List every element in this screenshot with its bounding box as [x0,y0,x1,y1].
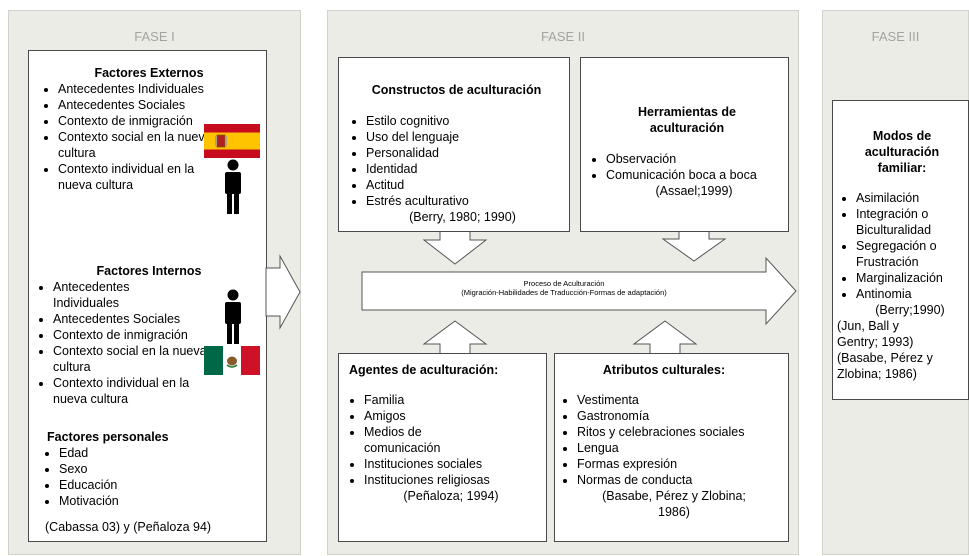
phase3-title: FASE III [871,29,920,44]
list-item: Integración o Biculturalidad [856,206,967,238]
personales-ref: (Cabassa 03) y (Peñaloza 94) [45,520,212,534]
herramientas-down-arrow [661,229,727,262]
agentes-ref: (Peñaloza; 1994) [403,489,499,503]
list-item: Antecedentes Sociales [53,311,233,327]
list-item: Motivación [59,493,258,509]
list-item: Gastronomía [577,408,769,424]
internos-list: Antecedentes Individuales Antecedentes S… [34,279,233,407]
list-item: Antinomia [856,286,967,302]
constructos-ref: (Berry, 1980; 1990) [409,210,516,224]
list-item: Educación [59,477,258,493]
list-item: Antecedentes Individuales [58,81,218,97]
atributos-list: Vestimenta Gastronomía Ritos y celebraci… [559,392,769,488]
constructos-box: Constructos de aculturación Estilo cogni… [338,57,570,232]
constructos-down-arrow [422,230,488,265]
mexico-flag-icon [204,346,260,375]
phase2-title: FASE II [540,29,586,44]
herramientas-title: Herramientas de aculturación [638,105,736,135]
list-item: Contexto individual en la nueva cultura [53,375,213,407]
list-item: Estilo cognitivo [366,113,564,129]
list-item: Marginalización [856,270,967,286]
list-item: Instituciones religiosas [364,472,545,488]
list-item: Instituciones sociales [364,456,545,472]
list-item: Personalidad [366,145,564,161]
constructos-list: Estilo cognitivo Uso del lenguaje Person… [349,113,564,209]
list-item: Identidad [366,161,564,177]
list-item: Segregación o Frustración [856,238,967,270]
modos-box: Modos de aculturación familiar: Asimilac… [832,100,969,400]
list-item: Antecedentes Individuales [53,279,148,311]
modos-ref3: (Basabe, Pérez y Zlobina; 1986) [837,351,933,381]
list-item: Medios de comunicación [364,424,464,456]
atributos-ref: (Basabe, Pérez y Zlobina; 1986) [602,489,746,519]
agentes-box: Agentes de aculturación: Familia Amigos … [338,353,547,542]
list-item: Comunicación boca a boca [606,167,787,183]
agentes-title: Agentes de aculturación: [349,363,499,377]
modos-ref1: (Berry;1990) [875,303,945,317]
internos-title: Factores Internos [96,264,202,278]
personales-title: Factores personales [47,430,169,444]
atributos-title: Atributos culturales: [602,363,726,377]
list-item: Formas expresión [577,456,769,472]
list-item: Sexo [59,461,258,477]
list-item: Contexto de inmigración [58,113,218,129]
list-item: Contexto individual en la nueva cultura [58,161,218,193]
agentes-list: Familia Amigos Medios de comunicación In… [347,392,545,488]
list-item: Edad [59,445,258,461]
list-item: Contexto social en la nueva cultura [53,343,213,375]
constructos-title: Constructos de aculturación [371,83,542,97]
list-item: Vestimenta [577,392,769,408]
list-item: Amigos [364,408,545,424]
list-item: Asimilación [856,190,967,206]
phase1-title: FASE I [134,29,175,44]
atributos-box: Atributos culturales: Vestimenta Gastron… [554,353,789,542]
herramientas-ref: (Assael;1999) [655,184,733,198]
personales-list: Edad Sexo Educación Motivación [43,445,258,509]
person-icon [225,289,241,344]
modos-ref2: (Jun, Ball y Gentry; 1993) [837,319,914,349]
list-item: Contexto social en la nueva cultura [58,129,218,161]
atributos-up-arrow [632,320,698,356]
modos-title: Modos de aculturación familiar: [864,129,940,175]
list-item: Observación [606,151,787,167]
list-item: Lengua [577,440,769,456]
list-item: Antecedentes Sociales [58,97,218,113]
externos-title: Factores Externos [94,66,204,80]
proceso-line1: Proceso de Aculturación [523,279,605,288]
proceso-line2: (Migración-Habilidades de Traducción-For… [461,288,667,297]
herramientas-box: Herramientas de aculturación Observación… [580,57,789,232]
externos-list: Antecedentes Individuales Antecedentes S… [39,81,218,193]
list-item: Estrés aculturativo [366,193,564,209]
list-item: Ritos y celebraciones sociales [577,424,749,440]
spain-flag-icon [204,124,260,158]
list-item: Familia [364,392,545,408]
herramientas-list: Observación Comunicación boca a boca [587,151,787,183]
agentes-up-arrow [422,320,488,356]
list-item: Uso del lenguaje [366,129,564,145]
modos-list: Asimilación Integración o Biculturalidad… [837,190,967,302]
list-item: Contexto de inmigración [53,327,263,343]
person-icon [225,159,241,214]
proceso-arrow [361,256,797,326]
list-item: Actitud [366,177,564,193]
list-item: Normas de conducta [577,472,769,488]
phase1-to-phase2-arrow [265,254,301,330]
